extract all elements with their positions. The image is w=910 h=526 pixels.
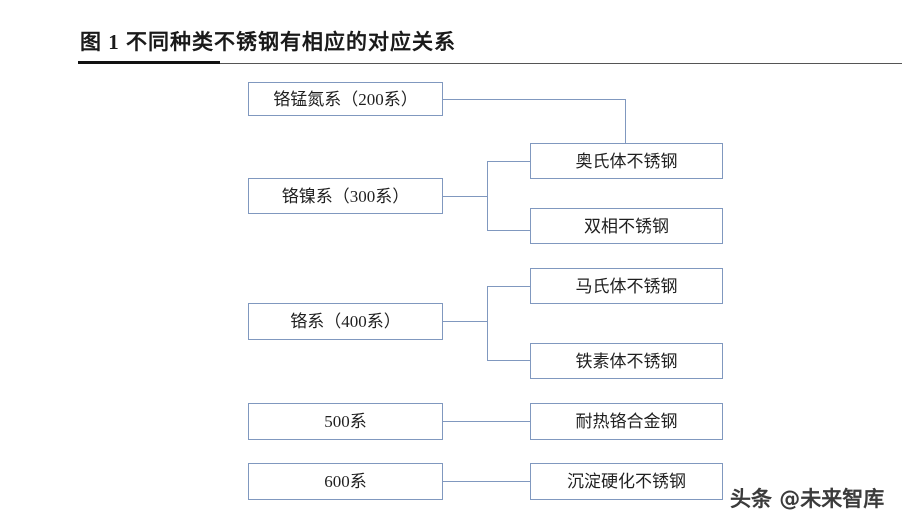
connector-300-to-austenitic	[487, 161, 531, 162]
node-duplex-stainless-steel[interactable]: 双相不锈钢	[530, 208, 723, 244]
connector-400-to-martensitic	[487, 286, 531, 287]
node-precipitation-hardening-stainless-steel[interactable]: 沉淀硬化不锈钢	[530, 463, 723, 500]
connector-300-fork-vertical	[487, 161, 488, 231]
connector-400-stem	[443, 321, 488, 322]
connector-300-stem	[443, 196, 488, 197]
node-ferritic-stainless-steel[interactable]: 铁素体不锈钢	[530, 343, 723, 379]
node-austenitic-stainless-steel[interactable]: 奥氏体不锈钢	[530, 143, 723, 179]
node-chrome-manganese-nitrogen-200[interactable]: 铬锰氮系（200系）	[248, 82, 443, 116]
connector-500-to-heat-resistant	[443, 421, 531, 422]
source-watermark: 头条 @未来智库	[730, 487, 885, 511]
title-rule-thick	[78, 61, 220, 64]
node-series-600[interactable]: 600系	[248, 463, 443, 500]
connector-600-to-precipitation-hardening	[443, 481, 531, 482]
title-rule-thin	[78, 63, 902, 64]
connector-200-to-austenitic-vertical	[625, 99, 626, 144]
connector-200-to-austenitic-horizontal	[443, 99, 626, 100]
node-series-500[interactable]: 500系	[248, 403, 443, 440]
connector-300-to-duplex	[487, 230, 531, 231]
node-heat-resistant-chrome-alloy-steel[interactable]: 耐热铬合金钢	[530, 403, 723, 440]
node-martensitic-stainless-steel[interactable]: 马氏体不锈钢	[530, 268, 723, 304]
node-chrome-nickel-300[interactable]: 铬镍系（300系）	[248, 178, 443, 214]
page-title: 图 1 不同种类不锈钢有相应的对应关系	[80, 30, 456, 54]
connector-400-to-ferritic	[487, 360, 531, 361]
node-chrome-400[interactable]: 铬系（400系）	[248, 303, 443, 340]
connector-400-fork-vertical	[487, 286, 488, 361]
